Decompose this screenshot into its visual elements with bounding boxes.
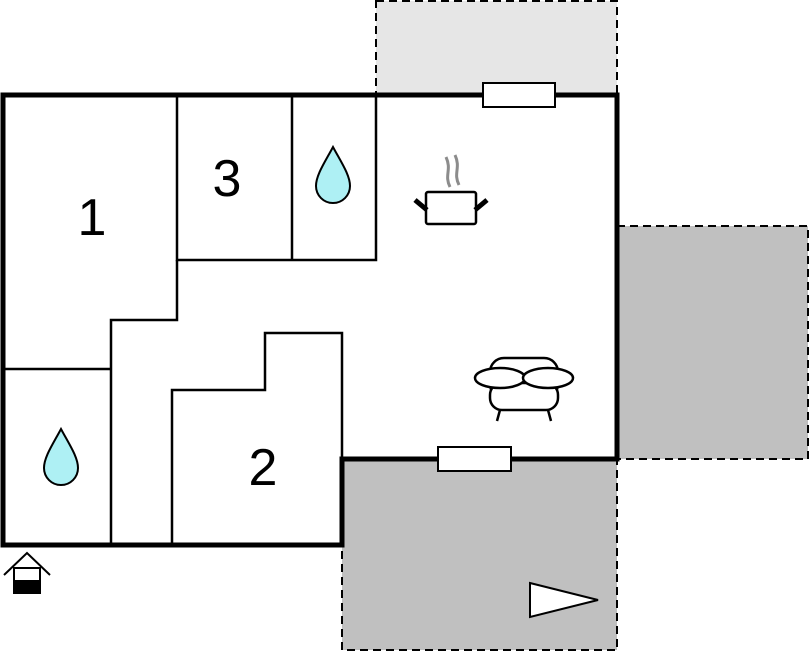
compass-direction-icon	[529, 581, 599, 619]
water-drop-icon	[42, 426, 80, 486]
exterior-walls	[0, 92, 620, 548]
room-label-2: 2	[249, 439, 278, 497]
outdoor-area-top	[375, 0, 618, 96]
terrace-bottom	[341, 458, 618, 651]
house-entrance-icon	[3, 551, 51, 594]
interior-walls	[3, 95, 378, 545]
room-label-1: 1	[78, 189, 107, 247]
window-top	[482, 82, 556, 108]
window-bottom	[437, 446, 512, 472]
terrace-right	[616, 225, 809, 460]
water-drop-icon	[314, 144, 352, 204]
sofa-icon	[473, 356, 575, 422]
room-label-3: 3	[213, 150, 242, 208]
cooking-pot-icon	[413, 154, 489, 226]
